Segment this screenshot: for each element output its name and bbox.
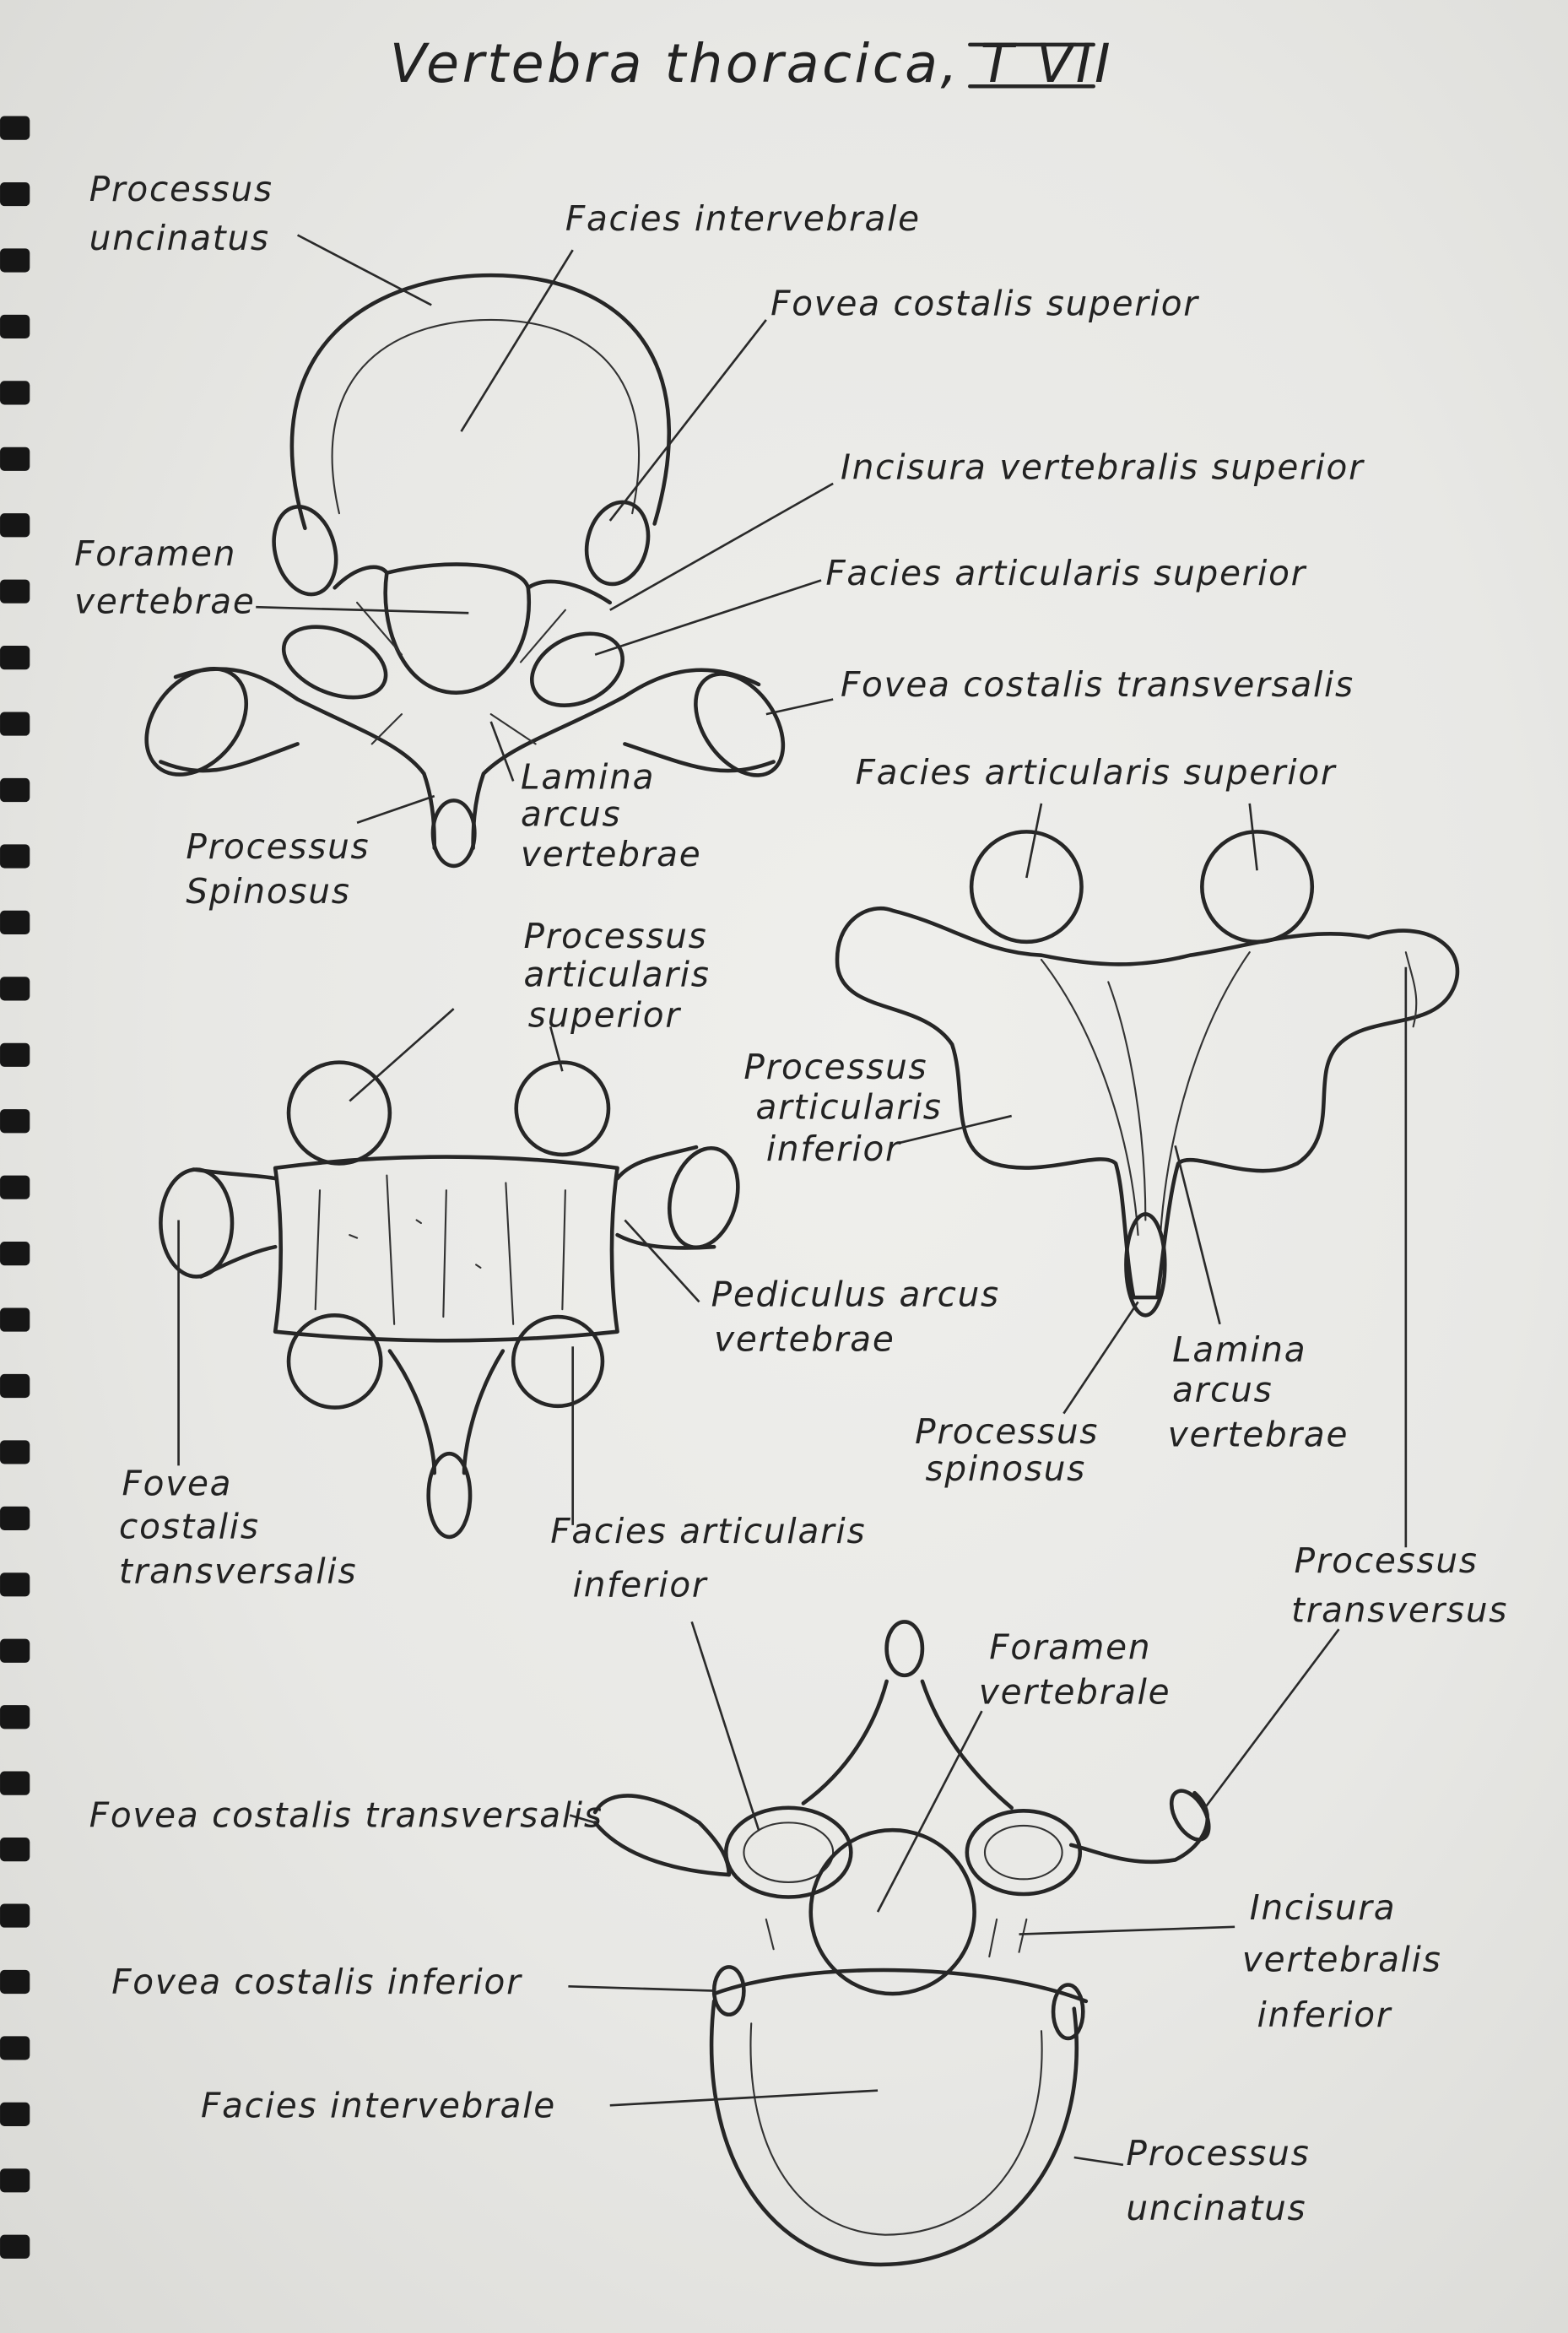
binding-ring	[0, 977, 30, 1001]
binding-ring	[0, 1109, 30, 1134]
binding-ring	[0, 1242, 30, 1266]
label-sup-facies-intervebrale: Facies intervebrale	[565, 198, 921, 239]
binding-ring	[0, 1307, 30, 1332]
binding-ring	[0, 381, 30, 405]
binding-ring	[0, 1440, 30, 1464]
binding-ring	[0, 646, 30, 670]
inferior-view-drawing	[592, 1620, 1211, 2267]
spiral-binding	[0, 116, 30, 2259]
binding-ring	[0, 513, 30, 538]
page-title: Vertebra thoracica, T VII	[390, 32, 1113, 95]
binding-ring	[0, 1969, 30, 1995]
label-inf-facies-intervebrale: Facies intervebrale	[201, 2085, 556, 2125]
binding-ring	[0, 712, 30, 736]
binding-ring	[0, 1042, 30, 1067]
posterior-view-drawing	[835, 830, 1460, 1318]
binding-ring	[0, 1638, 30, 1663]
binding-ring	[0, 1705, 30, 1729]
binding-ring	[0, 844, 30, 869]
binding-ring	[0, 1506, 30, 1530]
anterior-view-drawing	[159, 1060, 740, 1540]
binding-ring	[0, 447, 30, 471]
binding-ring	[0, 1175, 30, 1199]
binding-ring	[0, 777, 30, 803]
binding-ring	[0, 2234, 30, 2259]
binding-ring	[0, 579, 30, 604]
binding-ring	[0, 1903, 30, 1928]
label-inf-fovea-costalis-inferior: Fovea costalis inferior	[111, 1962, 522, 2002]
leader-lines	[177, 234, 1408, 2167]
label-sup-fovea-costalis-transversalis: Fovea costalis transversalis	[841, 664, 1354, 705]
label-sup-fovea-costalis-superior: Fovea costalis superior	[770, 284, 1199, 324]
label-post-facies-articularis-superior: Facies articularis superior	[856, 752, 1337, 793]
label-sup-incisura-vertebralis-superior: Incisura vertebralis superior	[841, 447, 1365, 488]
label-sup-facies-articularis-superior: Facies articularis superior	[825, 553, 1306, 593]
binding-ring	[0, 1572, 30, 1597]
binding-ring	[0, 1771, 30, 1795]
binding-ring	[0, 1373, 30, 1399]
binding-ring	[0, 2102, 30, 2126]
superior-view-drawing	[144, 273, 786, 869]
binding-ring	[0, 181, 30, 207]
binding-ring	[0, 248, 30, 273]
binding-ring	[0, 2168, 30, 2193]
binding-ring	[0, 314, 30, 339]
binding-ring	[0, 910, 30, 935]
label-inf-fovea-costalis-transversalis: Fovea costalis transversalis	[89, 1795, 603, 1836]
binding-ring	[0, 1838, 30, 1862]
binding-ring	[0, 2036, 30, 2060]
binding-ring	[0, 116, 30, 140]
